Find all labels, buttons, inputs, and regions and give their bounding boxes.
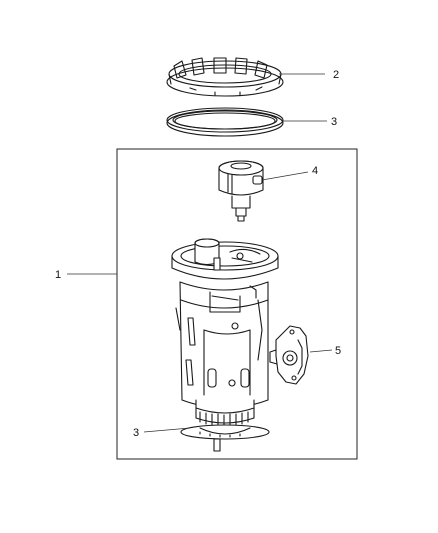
pressure-regulator-part bbox=[218, 160, 264, 222]
callout-4: 4 bbox=[312, 165, 318, 177]
callout-3-lower: 3 bbox=[133, 427, 139, 439]
callout-2: 2 bbox=[333, 69, 339, 81]
callout-3-upper: 3 bbox=[331, 116, 337, 128]
callout-5: 5 bbox=[335, 345, 341, 357]
lock-ring-part bbox=[166, 57, 284, 97]
fuel-level-sensor-part bbox=[269, 325, 309, 385]
leader-line-3-lower bbox=[143, 427, 191, 433]
assembly-frame bbox=[116, 148, 358, 460]
leader-line-4 bbox=[261, 171, 309, 181]
fuel-pump-module-part bbox=[171, 238, 279, 452]
seal-upper-part bbox=[166, 107, 284, 137]
leader-line-5 bbox=[309, 349, 333, 353]
callout-1: 1 bbox=[55, 269, 61, 281]
